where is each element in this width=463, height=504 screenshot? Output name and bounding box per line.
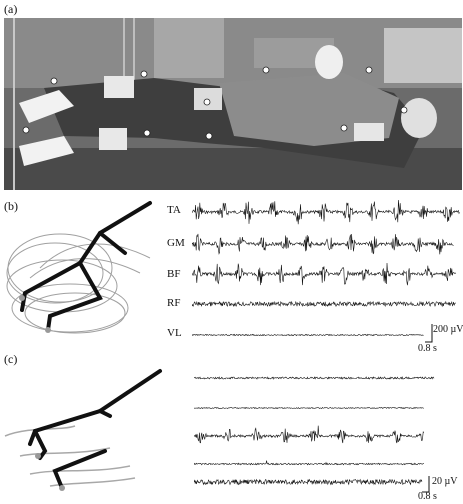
panel-label-b: (b) (4, 199, 18, 213)
scale-bar-b (425, 324, 433, 343)
stick-figure-b (6, 201, 152, 334)
experiment-photo (4, 18, 462, 190)
trace-rf (192, 300, 456, 308)
trace-c3 (194, 425, 425, 444)
channel-label-gm: GM (167, 237, 185, 249)
scale-time-b: 0.8 s (418, 343, 437, 354)
scale-amplitude-c: 20 µV (432, 476, 458, 487)
trace-gm (192, 233, 454, 255)
trace-bf (192, 262, 457, 286)
emg-traces-b (192, 199, 460, 337)
trace-vl (192, 333, 424, 337)
trace-c4 (194, 460, 424, 466)
scale-amplitude-b: 200 µV (433, 324, 463, 335)
channel-label-bf: BF (167, 268, 181, 280)
panel-label-c: (c) (4, 352, 18, 366)
channel-label-rf: RF (167, 297, 181, 309)
panel-label-a: (a) (4, 2, 18, 16)
scale-bar-c (422, 476, 430, 493)
emg-traces-c (194, 376, 435, 486)
stick-figure-c (4, 369, 162, 491)
trace-c1 (194, 376, 435, 380)
trace-c5 (194, 478, 423, 486)
trace-ta (192, 199, 460, 225)
trace-c2 (194, 406, 424, 410)
scale-time-c: 0.8 s (418, 491, 437, 502)
photo-illustration (4, 18, 462, 190)
channel-label-vl: VL (167, 327, 182, 339)
channel-label-ta: TA (167, 204, 181, 216)
